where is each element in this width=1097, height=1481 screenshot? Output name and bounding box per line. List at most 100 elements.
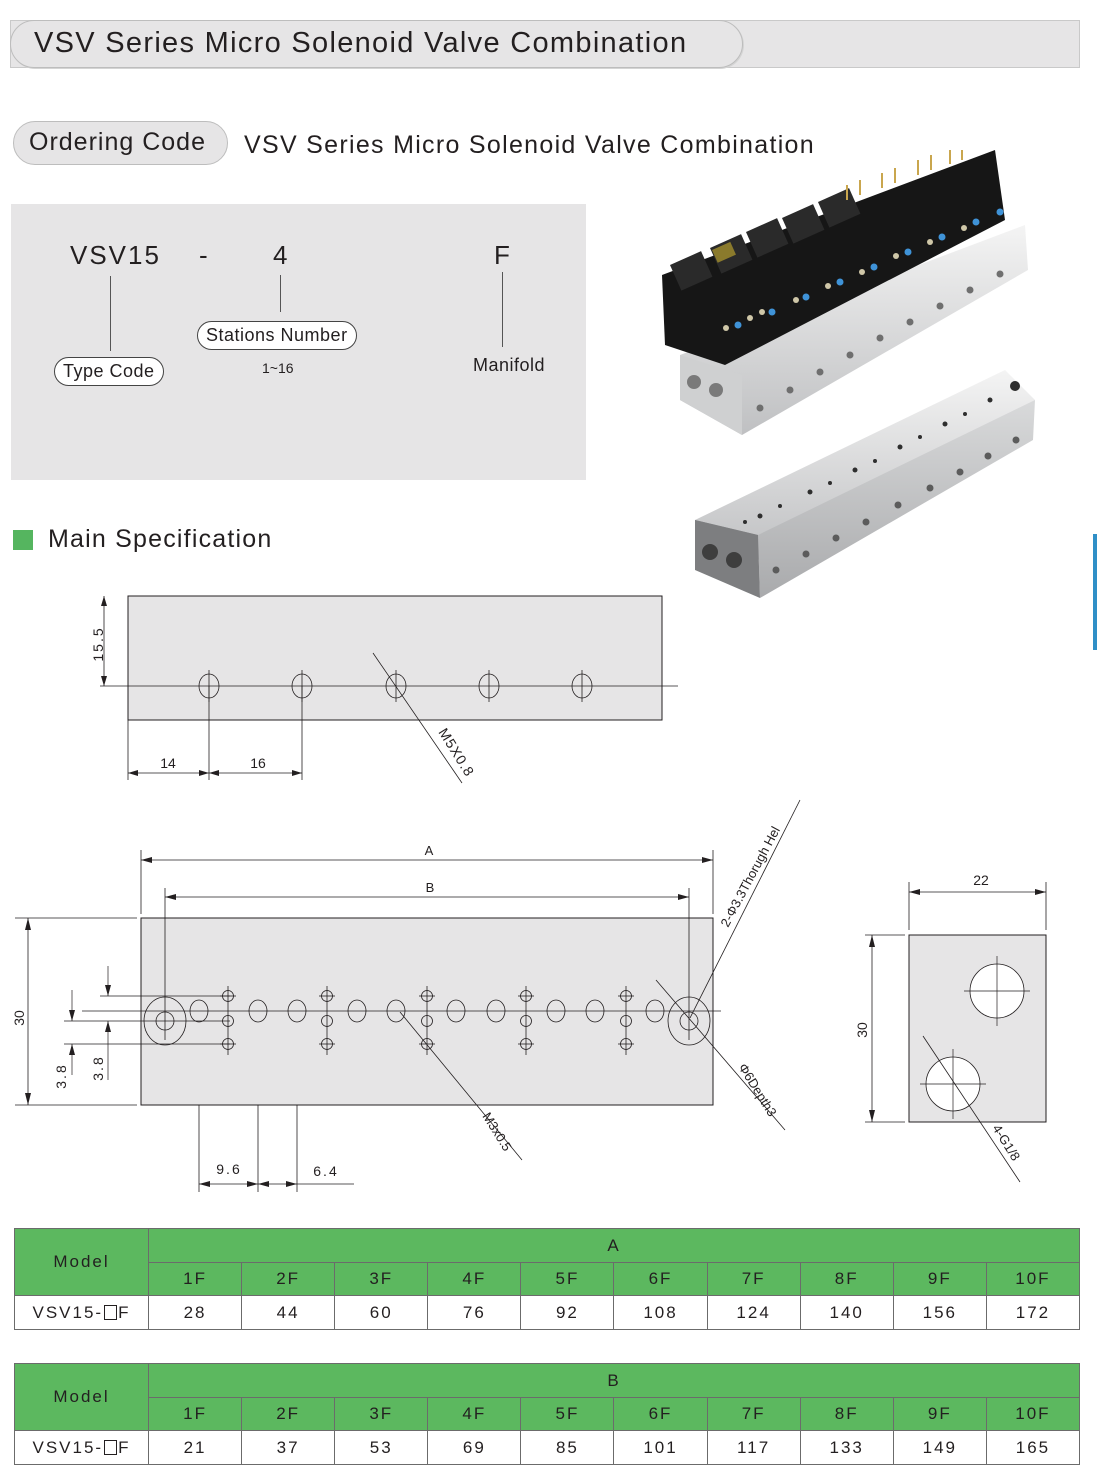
stations-leader-line [280,275,281,312]
table-cell: 101 [613,1430,708,1465]
top-holes [143,986,711,1055]
station-placeholder-box-icon [104,1439,118,1455]
table-a-model-header: Model [14,1228,149,1296]
table-b-model-cell: VSV15-F [14,1430,149,1465]
dim-offset-1: 3.8 [53,1063,69,1088]
side-holes-upper [756,270,1004,412]
code-dash: - [199,240,210,270]
column-header: 5F [520,1262,615,1296]
dim-offset-2: 3.8 [90,1055,106,1080]
table-cell: 60 [334,1295,429,1330]
note-through-hole: 2-Φ3.3Thorugh Hel [717,824,783,930]
table-cell: 21 [147,1430,243,1465]
page-title: VSV Series Micro Solenoid Valve Combinat… [34,27,688,59]
table-cell: 92 [520,1295,615,1330]
table-cell: 76 [427,1295,522,1330]
column-header: 2F [241,1262,336,1296]
title-pill [10,20,743,68]
valve-stack [662,150,1005,365]
ordering-code-description: VSV Series Micro Solenoid Valve Combinat… [244,131,815,159]
column-header: 4F [427,1262,522,1296]
table-a-group-header: A [148,1228,1080,1263]
table-cell: 133 [799,1430,894,1465]
table-cell: 156 [892,1295,987,1330]
side-view-drawing: 15.5 14 16 M5X0.8 [90,595,678,784]
table-b-model-header: Model [14,1363,149,1431]
type-leader-line [110,276,111,351]
column-header: 3F [334,1397,429,1431]
port-hole [709,383,723,397]
ordering-code-label: Ordering Code [29,128,206,156]
column-header: 6F [613,1397,708,1431]
note-m3-thread: M3x0.5 [479,1110,514,1154]
dim-x1: 9.6 [216,1161,241,1177]
port-hole [687,375,701,389]
port-hole [726,552,742,568]
column-header: 9F [892,1397,987,1431]
type-code-label: Type Code [54,357,164,386]
column-header: 9F [892,1262,987,1296]
code-type: VSV15 [70,240,161,270]
column-header: 4F [427,1397,522,1431]
column-header: 1F [147,1397,243,1431]
code-manifold: F [494,240,512,270]
side-holes-lower [772,436,1020,574]
dim-b: B [426,880,435,895]
table-cell: 44 [241,1295,336,1330]
end-view-drawing: 22 30 4-G1/8 [854,872,1047,1183]
dim-height-end: 30 [854,1022,870,1038]
stations-number-label: Stations Number [197,321,357,350]
side-view-body [127,595,663,721]
dim-a: A [425,843,434,858]
table-cell: 37 [241,1430,336,1465]
port-hole [702,544,718,560]
column-header: 5F [520,1397,615,1431]
top-holes-lower [743,381,1020,524]
side-accent-bar [1093,534,1097,650]
dim-width-end: 22 [973,872,989,888]
table-b-group-header: B [148,1363,1080,1398]
column-header: 3F [334,1262,429,1296]
main-spec-title: Main Specification [48,525,273,553]
column-header: 8F [799,1397,894,1431]
column-header: 10F [985,1397,1081,1431]
column-header: 7F [706,1262,801,1296]
table-cell: 140 [799,1295,894,1330]
dim-x2: 6.4 [313,1163,338,1179]
table-cell: 53 [334,1430,429,1465]
ordering-code-pill [13,121,228,165]
table-cell: 85 [520,1430,615,1465]
dim-height-side: 15.5 [90,626,106,661]
note-m5-thread: M5X0.8 [435,725,477,779]
manifold-leader-line [502,272,503,347]
table-cell: 149 [892,1430,987,1465]
table-a-model-cell: VSV15-F [14,1295,149,1330]
note-counterbore: Φ6Depth3 [735,1061,779,1119]
station-placeholder-box-icon [104,1304,118,1320]
dim-first-hole: 14 [160,755,176,771]
table-cell: 28 [147,1295,243,1330]
manifold-block-upper [680,225,1028,435]
note-g18-ports: 4-G1/8 [989,1122,1023,1164]
table-cell: 117 [706,1430,801,1465]
table-cell: 108 [613,1295,708,1330]
table-cell: 124 [706,1295,801,1330]
manifold-label: Manifold [473,355,546,375]
top-view-drawing: A B 30 3.8 3.8 [11,799,801,1192]
section-bullet-icon [13,530,33,550]
table-cell: 172 [985,1295,1081,1330]
dim-height-top: 30 [11,1010,27,1026]
dim-hole-pitch: 16 [250,755,266,771]
code-stations: 4 [273,240,290,270]
column-header: 6F [613,1262,708,1296]
table-cell: 165 [985,1430,1081,1465]
manifold-block-lower [695,370,1035,560]
product-photo [662,150,1035,598]
column-header: 2F [241,1397,336,1431]
column-header: 10F [985,1262,1081,1296]
stations-range: 1~16 [262,360,294,376]
column-header: 8F [799,1262,894,1296]
column-header: 1F [147,1262,243,1296]
